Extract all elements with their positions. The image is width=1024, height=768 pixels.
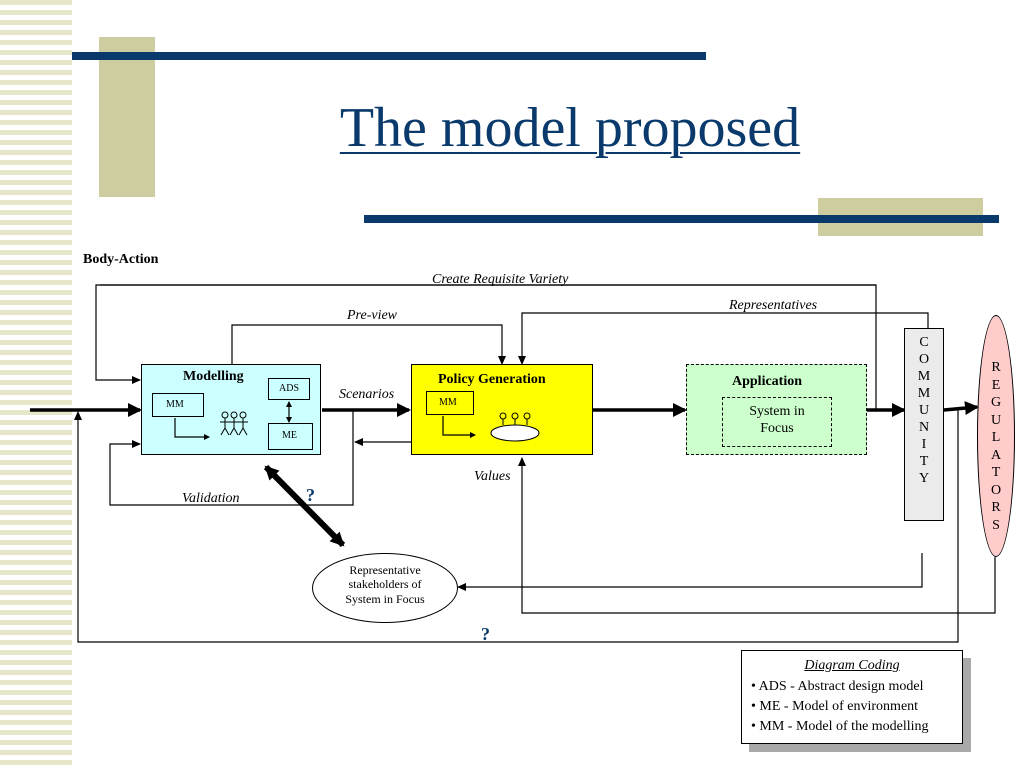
validation-label: Validation (182, 491, 240, 506)
body-action-label: Body-Action (83, 252, 159, 267)
legend-item-text: ADS - Abstract design model (758, 679, 924, 694)
modelling-ads-label: ADS (279, 383, 300, 394)
representatives-line (518, 312, 929, 365)
regulators-letter: G (990, 395, 1002, 410)
regulators-letter: S (992, 517, 1000, 533)
policy-mm-box (426, 391, 474, 415)
people-icon (220, 411, 248, 436)
modelling-mm-label: MM (166, 399, 184, 410)
values-loop (518, 457, 996, 614)
community-letter: M (917, 386, 931, 401)
community-letter: T (919, 454, 929, 469)
title-bar-bottom (364, 215, 999, 223)
community-letter: O (918, 352, 930, 367)
system-in-focus-box (722, 397, 832, 447)
community-letter: M (917, 369, 931, 384)
community-letter: C (919, 335, 929, 350)
preview-line (231, 324, 506, 365)
legend-item-ads: • ADS - Abstract design model (751, 679, 924, 694)
accent-block-top (99, 37, 155, 197)
policy-people-icon (499, 412, 531, 425)
stakeholders-ellipse (312, 553, 458, 623)
community-box (904, 328, 944, 521)
community-to-regulators-arrow (943, 401, 979, 416)
regulators-letter: O (990, 482, 1002, 498)
modelling-me-label: ME (282, 430, 297, 441)
question-mark-bottom: ? (481, 624, 490, 644)
regulators-letter: L (991, 430, 1001, 445)
regulators-letter: R (991, 500, 1001, 515)
page-title: The model proposed (339, 97, 801, 159)
community-letter: U (918, 403, 930, 418)
policy-table-icon (490, 424, 540, 442)
community-letter: Y (918, 471, 930, 486)
regulators-letter: E (991, 377, 1001, 393)
title-bar-top (72, 52, 706, 60)
regulators-letter: U (990, 412, 1002, 428)
application-title: Application (732, 374, 803, 389)
regulators-ellipse (977, 315, 1015, 557)
regulators-label: R E G U L A T O R S (977, 359, 1015, 534)
community-label: C O M M U N I T Y (904, 334, 944, 487)
system-in-focus-label: System in Focus (749, 404, 805, 436)
modelling-inner-graphics (174, 401, 292, 440)
left-stripe-decoration (0, 0, 72, 768)
regulators-letter: A (990, 447, 1002, 463)
stakeholders-label: Representative stakeholders of System in… (345, 563, 425, 606)
policy-inner-graphics (442, 412, 540, 442)
policy-axis-arrow (442, 416, 476, 438)
modelling-mm-box (152, 393, 204, 417)
create-variety-line (95, 284, 877, 410)
bottom-loop (74, 410, 959, 643)
scenarios-label: Scenarios (339, 387, 395, 402)
community-letter: I (921, 437, 927, 452)
modelling-stakeholders-double-arrow (263, 464, 346, 548)
application-box (686, 364, 867, 455)
legend-item-me: • ME - Model of environment (751, 699, 919, 714)
legend-item-mm: • MM - Model of the modelling (751, 719, 929, 734)
legend-title: Diagram Coding (804, 658, 900, 673)
values-label: Values (474, 469, 511, 484)
validation-loop (109, 410, 354, 506)
legend-box (741, 650, 963, 744)
policy-mm-label: MM (439, 397, 457, 408)
preview-label: Pre-view (347, 308, 398, 323)
regulators-letter: T (991, 465, 1001, 480)
legend-item-text: MM - Model of the modelling (759, 719, 929, 734)
modelling-me-box (268, 423, 313, 450)
modelling-axis-arrow (174, 418, 210, 440)
legend-item-text: ME - Model of environment (759, 699, 919, 714)
community-letter: N (918, 420, 930, 435)
regulators-letter: R (991, 360, 1001, 375)
modelling-title: Modelling (183, 369, 244, 384)
policy-title: Policy Generation (438, 372, 546, 387)
create-variety-label: Create Requisite Variety (432, 272, 569, 287)
community-to-stakeholders-line (457, 553, 923, 591)
question-mark-validation: ? (306, 485, 315, 505)
modelling-ads-box (268, 378, 310, 400)
representatives-label: Representatives (729, 298, 818, 313)
